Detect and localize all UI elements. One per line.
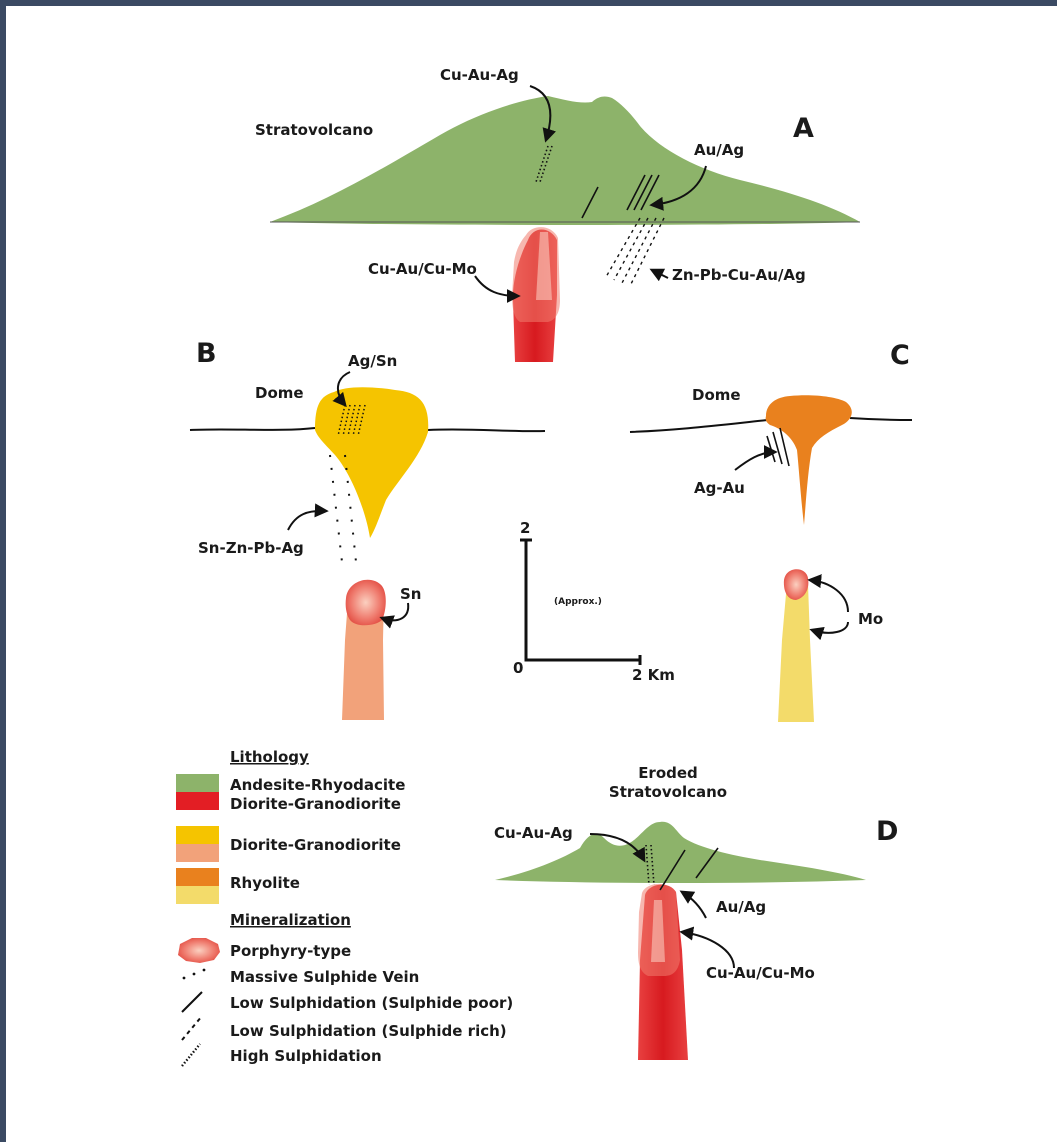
swatch-andesite: [176, 774, 219, 792]
stratovolcano-cone: [270, 96, 860, 225]
scale-note: (Approx.): [554, 597, 602, 607]
legend-lithology-0: Andesite-Rhyodacite: [230, 776, 405, 794]
legend-mineralization-1: Massive Sulphide Vein: [230, 968, 419, 986]
label-zn-pb-cu-au-ag: Zn-Pb-Cu-Au/Ag: [672, 266, 806, 284]
label-eroded: Eroded: [638, 764, 698, 782]
label-mo: Mo: [858, 610, 883, 628]
low-sulphidation-poor-c: [767, 428, 789, 466]
legend-mineralization-0: Porphyry-type: [230, 942, 351, 960]
legend-lithology-heading: Lithology: [230, 748, 309, 766]
label-dome-b: Dome: [255, 384, 304, 402]
label-dome-c: Dome: [692, 386, 741, 404]
label-sn-zn-pb-ag: Sn-Zn-Pb-Ag: [198, 539, 304, 557]
panel-letter-b: B: [196, 338, 217, 369]
swatch-diorite-yellow: [176, 826, 219, 844]
arrow-cu-au-cu-mo-d: [682, 932, 734, 968]
scale-horizontal-label: 2 Km: [632, 666, 675, 684]
arrow-sn-zn-pb-ag: [288, 511, 326, 530]
panel-letter-c: C: [890, 340, 910, 371]
legend-mineralization-3: Low Sulphidation (Sulphide rich): [230, 1022, 507, 1040]
low-sulphidation-poor-symbol: [182, 992, 202, 1012]
panel-b: B Ag/Sn Dome Sn-Zn-Pb-Ag Sn: [190, 338, 545, 720]
dome-c: [766, 395, 852, 525]
label-stratovolcano: Stratovolcano: [255, 121, 373, 139]
scale-origin-label: 0: [513, 659, 523, 677]
arrow-mo-top: [810, 580, 848, 612]
panel-letter-a: A: [793, 113, 814, 144]
legend: Lithology Andesite-Rhyodacite Diorite-Gr…: [176, 748, 513, 1066]
legend-mineralization-4: High Sulphidation: [230, 1047, 382, 1065]
swatch-diorite-salmon: [176, 844, 219, 862]
massive-sulphide-symbol: [183, 969, 206, 980]
arrow-au-ag-d: [682, 892, 706, 918]
low-sulphidation-rich-symbol: [182, 1016, 202, 1040]
low-sulphidation-rich-a: [606, 218, 664, 286]
panel-c: C Dome Ag-Au Mo: [630, 340, 912, 722]
label-stratovolcano-d: Stratovolcano: [609, 783, 727, 801]
dome-b: [315, 387, 428, 538]
arrow-sn: [382, 603, 408, 620]
swatch-diorite-red: [176, 792, 219, 810]
diagram-canvas: Cu-Au-Ag Stratovolcano A Au/Ag Cu-Au/Cu-…: [6, 6, 1057, 1142]
scale-vertical-label: 2: [520, 519, 530, 537]
high-sulphidation-symbol: [182, 1044, 200, 1066]
legend-mineralization-heading: Mineralization: [230, 911, 351, 929]
arrow-zn-pb-a: [652, 270, 668, 278]
porphyry-cap-b: [346, 580, 386, 626]
label-cu-au-cu-mo-a: Cu-Au/Cu-Mo: [368, 260, 477, 278]
arrow-ag-au: [735, 452, 775, 470]
label-au-ag-d: Au/Ag: [716, 898, 766, 916]
legend-lithology-3: Rhyolite: [230, 874, 300, 892]
swatch-rhyolite-pale: [176, 886, 219, 904]
legend-lithology-2: Diorite-Granodiorite: [230, 836, 401, 854]
label-ag-sn: Ag/Sn: [348, 352, 397, 370]
label-cu-au-ag-d: Cu-Au-Ag: [494, 824, 573, 842]
panel-letter-d: D: [876, 816, 898, 847]
panel-a: Cu-Au-Ag Stratovolcano A Au/Ag Cu-Au/Cu-…: [255, 66, 860, 362]
arrow-cu-au-cu-mo-a: [475, 276, 518, 296]
label-cu-au-cu-mo-d: Cu-Au/Cu-Mo: [706, 964, 815, 982]
label-au-ag-a: Au/Ag: [694, 141, 744, 159]
label-ag-au: Ag-Au: [694, 479, 745, 497]
legend-mineralization-2: Low Sulphidation (Sulphide poor): [230, 994, 513, 1012]
scale-bar: 2 0 2 Km (Approx.): [513, 519, 675, 684]
porphyry-symbol: [178, 938, 220, 963]
label-sn: Sn: [400, 585, 421, 603]
legend-lithology-1: Diorite-Granodiorite: [230, 795, 401, 813]
arrow-mo-bottom: [812, 622, 848, 633]
swatch-rhyolite-orange: [176, 868, 219, 886]
label-cu-au-ag-a: Cu-Au-Ag: [440, 66, 519, 84]
panel-d: Eroded Stratovolcano Cu-Au-Ag D Au/Ag Cu…: [494, 764, 898, 1060]
porphyry-halo-a: [512, 227, 560, 322]
